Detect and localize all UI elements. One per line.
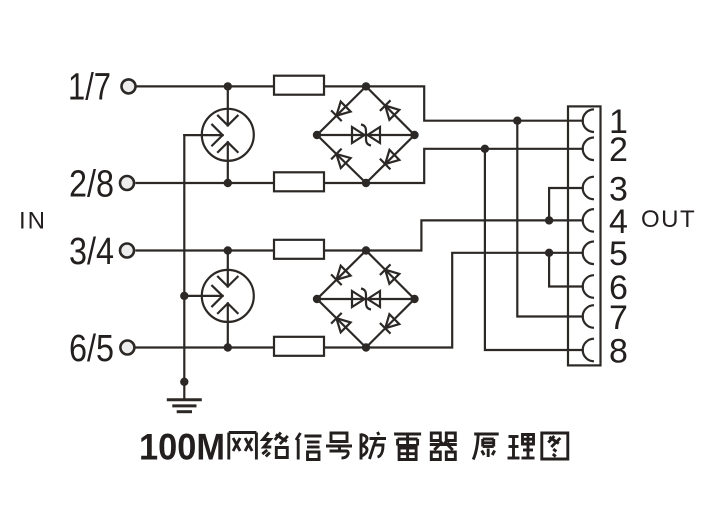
svg-text:1/7: 1/7 [68,67,111,109]
svg-text:6: 6 [609,269,628,307]
svg-text:100M: 100M [139,427,225,468]
svg-text:3: 3 [609,170,628,208]
svg-text:7: 7 [609,299,628,337]
svg-text:8: 8 [609,332,628,370]
svg-text:5: 5 [609,235,628,273]
svg-text:3/4: 3/4 [69,231,114,273]
svg-text:OUT: OUT [641,206,696,233]
svg-text:2: 2 [609,131,628,169]
svg-text:IN: IN [19,208,47,235]
svg-text:1: 1 [609,103,628,141]
svg-text:2/8: 2/8 [69,163,114,205]
svg-text:4: 4 [609,203,628,241]
svg-text:6/5: 6/5 [69,328,114,370]
